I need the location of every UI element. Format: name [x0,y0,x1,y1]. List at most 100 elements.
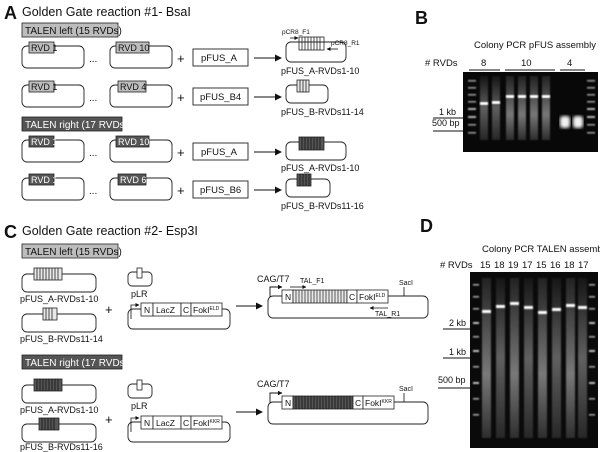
panel-a-title: Golden Gate reaction #1- BsaI [22,5,191,19]
svg-text:C: C [183,305,189,315]
panel-c-letter: C [4,222,17,242]
panel-c: C Golden Gate reaction #2- Esp3I TALEN l… [4,222,429,452]
vector-box [192,87,249,106]
sample-lane [480,76,488,140]
talen-left-label: TALEN left (15 RVDs) [25,247,122,258]
rvd-start-label: RVD 1 [31,82,57,92]
svg-text:N: N [144,305,150,315]
talen-right-label: TALEN right (17 RVDs) [25,120,128,131]
right-final-talen: CAG/T7 N C FokIKKR SacI [257,379,429,425]
left-plr: pLR [127,267,153,299]
vector-label: pFUS_A [201,147,238,158]
rvd-segment-start [28,80,55,93]
input-a-label: pFUS_A-RVDs1-10 [20,294,98,304]
tal-r1-label: TAL_R1 [375,311,400,318]
talen-right-label: TALEN right (17 RVDs) [25,358,128,369]
sample-band [506,95,514,98]
left-input-a: pFUS_A-RVDs1-10 [20,267,98,304]
talen-right-badge [21,354,123,370]
rvd-end-label: RVD 6 [120,175,146,185]
rvd-end-label: RVD 10 [118,137,149,147]
rvd-start-label: RVD 1 [31,43,57,53]
marker-1kb: 1 kb [449,347,466,357]
sample-lane [496,278,505,438]
sample-lane [566,278,575,438]
sample-band [518,95,526,98]
rvds-label: # RVDs [440,260,473,271]
talen-left-badge [21,22,119,38]
rvd-segment-start [28,41,55,54]
gel-b-lanes [468,76,595,140]
svg-text:N: N [285,292,291,302]
input-b-label: pFUS_B-RVDs11-14 [20,334,103,344]
marker-500bp: 500 bp [432,118,460,128]
plus-sign: + [177,145,185,160]
panel-d: D Colony PCR TALEN assembly # RVDs 15 18… [420,216,600,448]
sample-band [524,306,533,309]
input-b-label: pFUS_B-RVDs11-16 [20,442,103,452]
svg-text:17: 17 [578,260,589,271]
svg-text:18: 18 [494,260,505,271]
vector-box [192,180,249,199]
product-insert-striped [298,36,325,51]
ellipsis: ... [89,54,97,65]
reaction1-row2: RVD 1 ... RVD 4 + pFUS_B4 pFUS_B-RVDs11-… [21,79,364,117]
svg-text:15: 15 [536,260,547,271]
svg-text:17: 17 [522,260,533,271]
panel-b-letter: B [415,8,428,28]
sample-band [542,95,550,98]
vector-box [192,48,249,67]
primer-r-label: pCR8_R1 [331,40,360,47]
lane-labels: 15 18 19 17 15 16 18 17 [480,260,589,271]
saci-label: SacI [399,280,413,287]
promoter-arrow [130,303,140,319]
panel-a-letter: A [4,3,17,23]
sample-lane [492,76,500,140]
sample-band [578,306,587,309]
ellipsis: ... [89,186,97,197]
rvds-label: # RVDs [425,58,458,69]
product-insert-stripes [301,137,321,150]
foki-label: FokIELD [359,292,386,302]
product-insert-stripes [299,80,307,92]
left-input-b: pFUS_B-RVDs11-14 [20,307,103,344]
rvd-segment-start [28,173,55,186]
plus-sign: + [105,412,113,427]
sample-band [530,95,538,98]
svg-text:LacZ: LacZ [156,418,175,428]
rvd-segment-end [115,41,150,54]
plr-label: pLR [131,401,148,411]
sample-lane [530,76,538,140]
ladder-lane-left [468,80,476,134]
right-input-b: pFUS_B-RVDs11-16 [20,417,103,452]
promoter-arrow [130,416,140,432]
right-input-a: pFUS_A-RVDs1-10 [20,378,98,415]
svg-text:C: C [183,418,189,428]
svg-text:C: C [349,292,355,302]
cag-label: CAG/T7 [257,379,290,389]
reaction1-row1: RVD 1 ... RVD 10 + pFUS_A pCR8_F1 pCR8_R… [21,29,360,76]
product-label: pFUS_B-RVDs11-16 [281,201,364,211]
svg-text:N: N [285,398,291,408]
svg-text:19: 19 [508,260,519,271]
rvd-segment-end [115,135,150,148]
ladder-lane-right [587,80,595,134]
product-label: pFUS_A-RVDs1-10 [281,66,359,76]
rvd-end-label: RVD 10 [118,43,149,53]
ellipsis: ... [89,93,97,104]
saci-label: SacI [399,386,413,393]
panel-d-title: Colony PCR TALEN assembly [482,244,600,255]
svg-text:LacZ: LacZ [156,305,175,315]
sample-lane [506,76,514,140]
rvd-segment-end [117,80,147,93]
vector-label: pFUS_A [201,53,238,64]
group-label-4: 4 [567,58,572,69]
marker-1kb: 1 kb [439,107,456,117]
vector-label: pFUS_B6 [200,185,241,196]
svg-text:18: 18 [564,260,575,271]
sample-band [480,102,488,105]
marker-500bp: 500 bp [438,375,466,385]
group-label-8: 8 [481,58,486,69]
svg-text:16: 16 [550,260,561,271]
sample-band [492,101,500,104]
